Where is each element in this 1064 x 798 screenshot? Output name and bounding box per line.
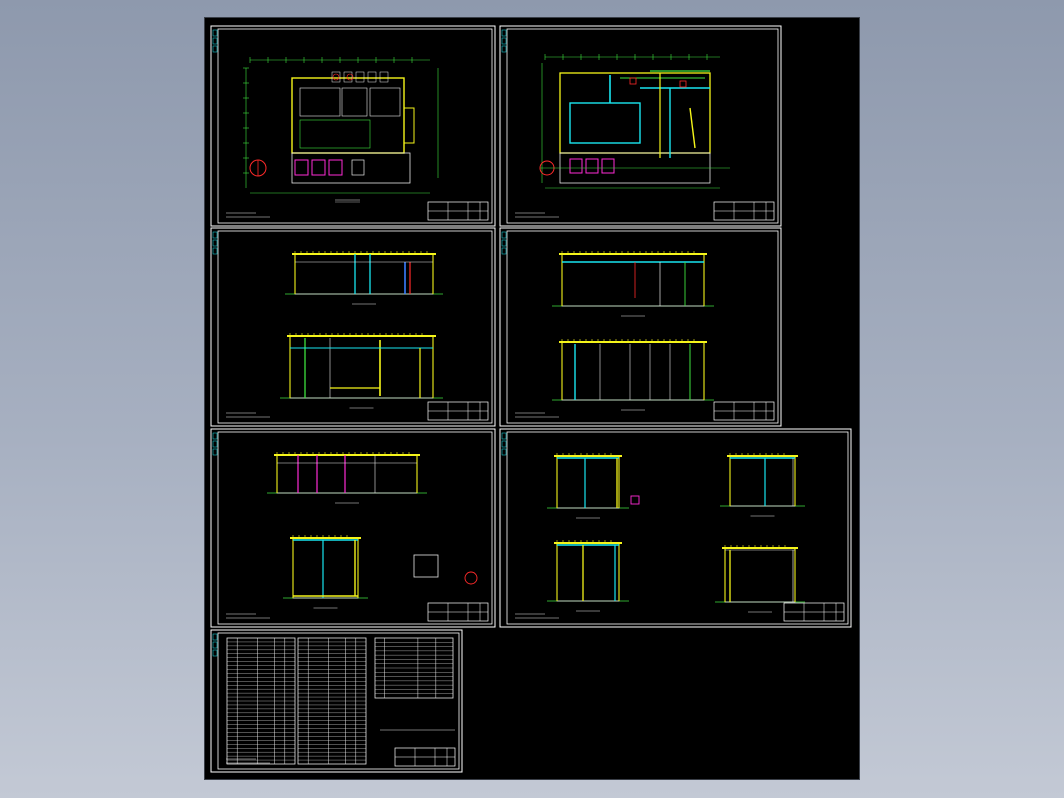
tank bbox=[294, 159, 309, 176]
sections-sheet-6 bbox=[547, 453, 805, 613]
detail-box bbox=[413, 554, 439, 578]
floor-plan-2 bbox=[539, 54, 730, 189]
sheet-inner-border bbox=[506, 28, 779, 224]
drawing-sheet-1[interactable] bbox=[210, 25, 496, 227]
sheet-outer-border bbox=[499, 227, 782, 427]
building-outline bbox=[291, 77, 405, 154]
drawing-sheet-5[interactable] bbox=[210, 428, 496, 628]
section-outline bbox=[294, 253, 434, 295]
tank bbox=[601, 158, 615, 174]
sheet-inner-border bbox=[217, 431, 493, 625]
sheet-outer-border bbox=[210, 428, 496, 628]
sheet-outer-border bbox=[210, 629, 463, 773]
drawing-sheet-6[interactable] bbox=[499, 428, 852, 628]
section-outline bbox=[292, 537, 359, 599]
drawing-sheet-4[interactable] bbox=[499, 227, 782, 427]
material-tables bbox=[226, 637, 455, 765]
tank bbox=[311, 159, 326, 176]
sheet-inner-border bbox=[217, 632, 460, 770]
annex bbox=[403, 107, 415, 144]
pipe-loop bbox=[569, 102, 641, 144]
sheet-inner-border bbox=[217, 28, 493, 224]
drawing-sheet-7[interactable] bbox=[210, 629, 463, 773]
basin-row bbox=[291, 152, 411, 184]
sheet-outer-border bbox=[210, 25, 496, 227]
model-space-viewport[interactable] bbox=[205, 18, 859, 779]
drawing-sheet-3[interactable] bbox=[210, 227, 496, 427]
pump-symbol bbox=[630, 495, 640, 505]
sections-sheet-5 bbox=[267, 452, 478, 609]
sheet-inner-border bbox=[217, 230, 493, 424]
detail-symbol bbox=[464, 571, 478, 585]
section-outline bbox=[729, 455, 796, 507]
section-outline bbox=[289, 335, 434, 399]
sheet-outer-border bbox=[210, 227, 496, 427]
sections-sheet-4 bbox=[552, 251, 714, 411]
floor-plan-1 bbox=[243, 57, 439, 203]
tank bbox=[585, 158, 599, 174]
sheet-inner-border bbox=[506, 230, 779, 424]
sections-sheet-3 bbox=[280, 251, 443, 409]
sheet-outer-border bbox=[499, 25, 782, 227]
section-outline bbox=[561, 341, 705, 401]
drawing-sheet-2[interactable] bbox=[499, 25, 782, 227]
cad-drawing-canvas[interactable] bbox=[205, 18, 859, 779]
building-outline bbox=[559, 72, 711, 154]
tank bbox=[569, 158, 583, 174]
section-outline bbox=[724, 547, 796, 603]
section-outline bbox=[556, 542, 620, 602]
sheet-inner-border bbox=[506, 431, 849, 625]
sheet-outer-border bbox=[499, 428, 852, 628]
section-outline bbox=[556, 455, 620, 509]
tank bbox=[328, 159, 343, 176]
